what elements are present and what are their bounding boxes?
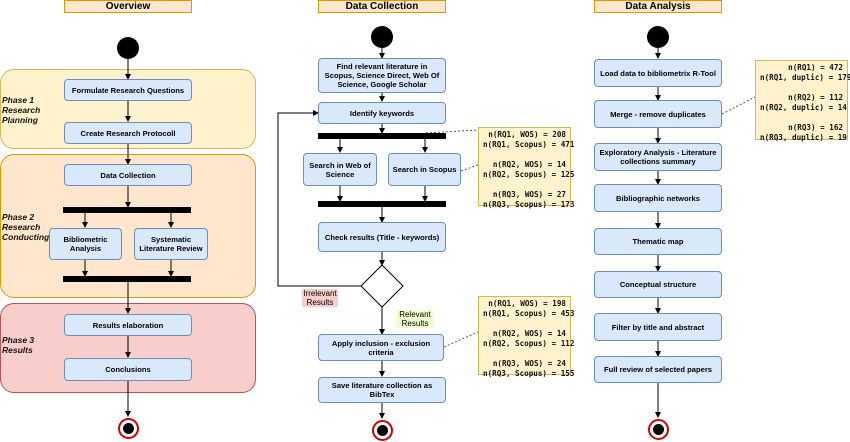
- end-node-analysis: [648, 419, 669, 440]
- phase-3-label: Phase 3 Results: [2, 335, 35, 355]
- search-scopus-node: Search in Scopus: [388, 153, 461, 186]
- full-review-node: Full review of selected papers: [594, 356, 722, 383]
- formulate-research-questions-node: Formulate Research Questions: [64, 79, 192, 101]
- find-literature-node: Find relevant literature in Scopus, Scie…: [318, 58, 446, 93]
- search-counts-note: n(RQ1, WOS) = 208 n(RQ1, Scopus) = 471 n…: [478, 127, 574, 209]
- systematic-literature-review-node: Systematic Literature Review: [134, 228, 208, 260]
- bibliometric-analysis-node: Bibliometric Analysis: [49, 228, 122, 260]
- lane-title-overview: Overview: [64, 0, 192, 13]
- lane-title-data-analysis: Data Analysis: [594, 0, 722, 13]
- identify-keywords-node: Identify keywords: [318, 102, 446, 124]
- start-node-analysis: [647, 26, 669, 48]
- exploratory-analysis-node: Exploratory Analysis - Literature collec…: [594, 143, 722, 171]
- load-data-node: Load data to bibliometrix R-Tool: [594, 59, 722, 87]
- apply-criteria-node: Apply inclusion - exclusion criteria: [318, 334, 444, 361]
- join-bar-collection: [318, 201, 446, 207]
- filter-title-abstract-node: Filter by title and abstract: [594, 313, 722, 341]
- irrelevant-results-label: Irrelevant Results: [302, 289, 338, 307]
- conceptual-structure-node: Conceptual structure: [594, 271, 722, 298]
- conclusions-node: Conclusions: [64, 358, 192, 381]
- fork-bar-collection: [318, 133, 446, 139]
- phase-1-label: Phase 1 Research Planning: [2, 95, 41, 125]
- check-results-node: Check results (Title - keywords): [318, 222, 446, 252]
- search-wos-node: Search in Web of Science: [303, 153, 377, 186]
- data-collection-node: Data Collection: [64, 164, 192, 186]
- start-node-overview: [117, 37, 139, 59]
- join-bar-overview: [63, 276, 191, 282]
- bibliographic-networks-node: Bibliographic networks: [594, 184, 722, 212]
- merge-duplicates-node: Merge - remove duplicates: [594, 100, 722, 128]
- end-node-overview: [118, 418, 139, 439]
- lane-title-data-collection: Data Collection: [318, 0, 446, 13]
- fork-bar-overview: [63, 207, 191, 213]
- criteria-counts-note: n(RQ1, WOS) = 198 n(RQ1, Scopus) = 453 n…: [478, 296, 574, 378]
- duplicates-counts-note: n(RQ1) = 472 n(RQ1, duplic) = 179 n(RQ2)…: [755, 60, 850, 142]
- relevant-results-label: Relevant Results: [396, 310, 434, 328]
- end-node-collection: [372, 420, 393, 441]
- phase-2-label: Phase 2 Research Conducting: [2, 212, 50, 242]
- start-node-collection: [371, 26, 393, 48]
- results-elaboration-node: Results elaboration: [64, 314, 192, 336]
- thematic-map-node: Thematic map: [594, 228, 722, 255]
- save-bibtex-node: Save literature collection as BibTex: [318, 377, 446, 403]
- decision-diamond: [360, 264, 404, 308]
- create-research-protocol-node: Create Research Protocoll: [64, 122, 192, 144]
